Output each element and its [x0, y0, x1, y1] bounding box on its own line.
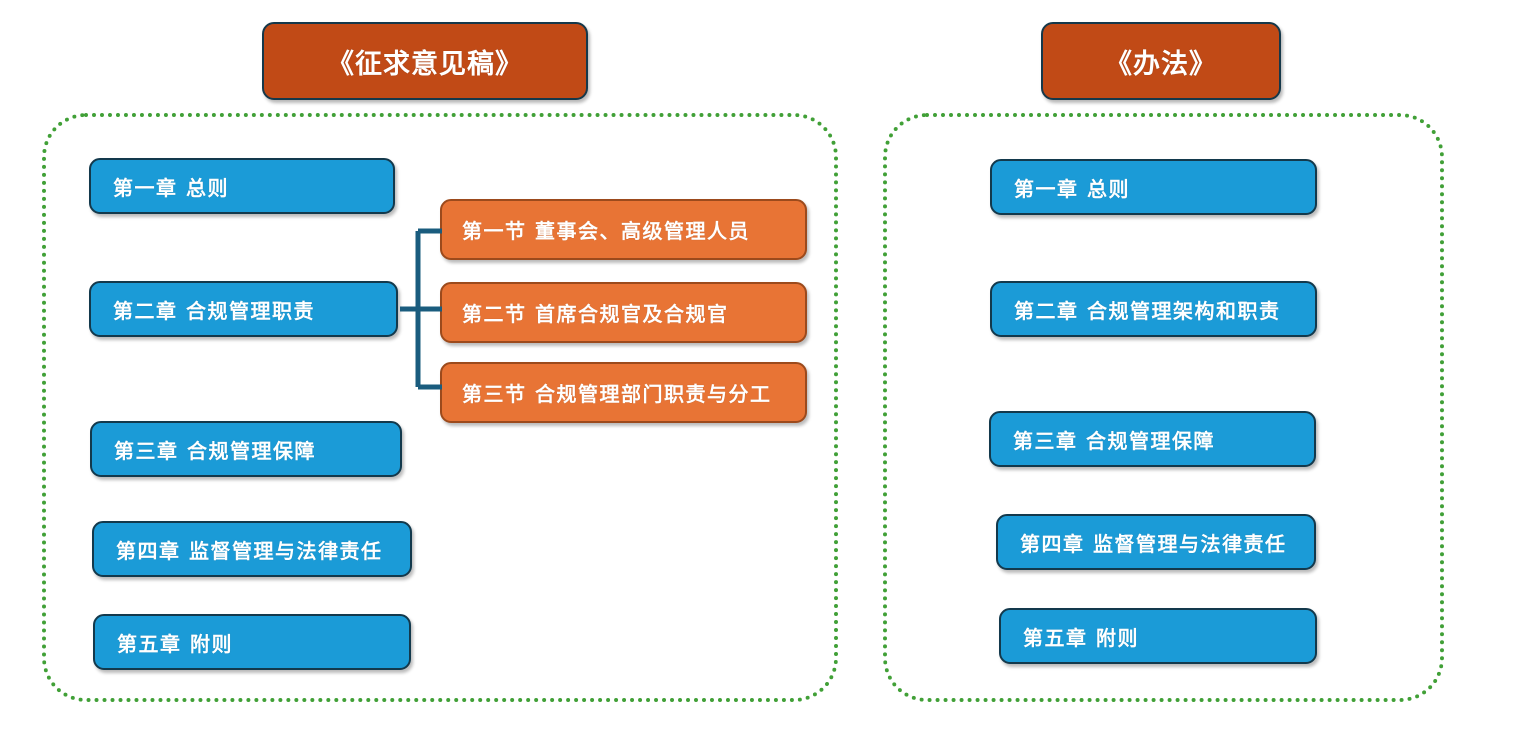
right-chapter-4[interactable]: 第四章 监督管理与法律责任 [996, 514, 1316, 570]
left-chapter-3[interactable]: 第三章 合规管理保障 [90, 421, 402, 477]
left-section-1[interactable]: 第一节 董事会、高级管理人员 [440, 199, 807, 260]
right-chapter-1[interactable]: 第一章 总则 [990, 159, 1317, 215]
left-section-2[interactable]: 第二节 首席合规官及合规官 [440, 282, 807, 343]
left-chapter-1[interactable]: 第一章 总则 [89, 158, 395, 214]
right-chapter-2[interactable]: 第二章 合规管理架构和职责 [990, 281, 1317, 337]
title-draft-document: 《征求意见稿》 [262, 22, 588, 100]
left-section-3[interactable]: 第三节 合规管理部门职责与分工 [440, 362, 807, 423]
group-container-right [883, 113, 1444, 702]
left-chapter-5[interactable]: 第五章 附则 [93, 614, 411, 670]
right-chapter-3[interactable]: 第三章 合规管理保障 [989, 411, 1316, 467]
left-chapter-2[interactable]: 第二章 合规管理职责 [89, 281, 398, 337]
left-chapter-4[interactable]: 第四章 监督管理与法律责任 [92, 521, 412, 577]
right-chapter-5[interactable]: 第五章 附则 [999, 608, 1317, 664]
title-final-document: 《办法》 [1041, 22, 1281, 100]
group-container-left [42, 113, 838, 702]
bracket-connector-icon [400, 228, 442, 390]
